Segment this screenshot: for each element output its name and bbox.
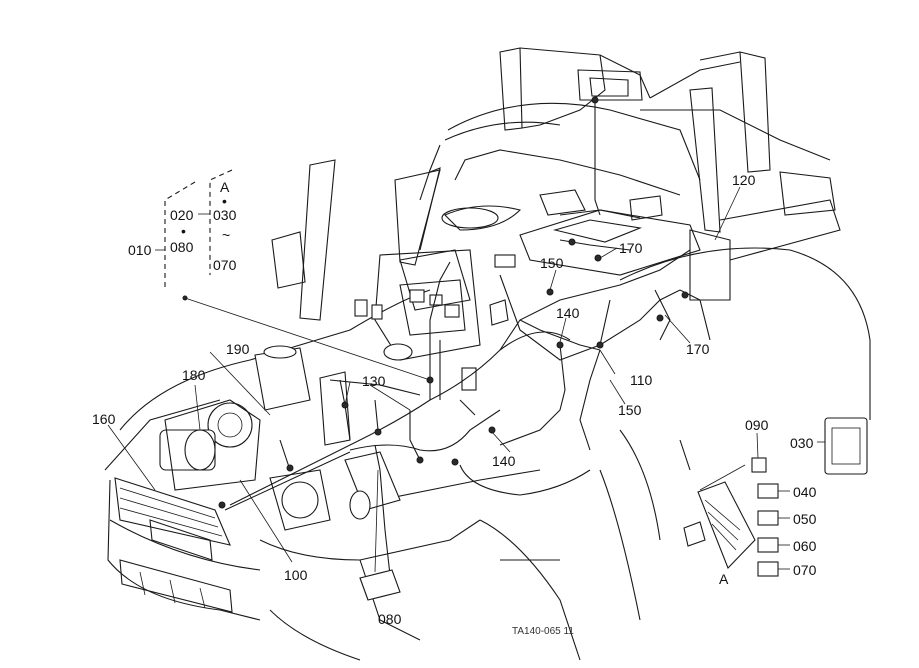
front-grille bbox=[114, 477, 233, 613]
kit-bracket bbox=[155, 169, 431, 381]
callout-090: 090 bbox=[745, 417, 769, 433]
callout-070-fuse: 070 bbox=[793, 562, 817, 578]
callout-160: 160 bbox=[92, 411, 116, 427]
callout-080-kit: 080 bbox=[170, 239, 194, 255]
callout-A-detail: A bbox=[719, 571, 729, 587]
callout-070-kit: 070 bbox=[213, 257, 237, 273]
wiring-harness bbox=[224, 100, 711, 576]
callout-tilde: ~ bbox=[222, 227, 230, 243]
callout-170-upper: 170 bbox=[619, 240, 643, 256]
footer-code: TA140-065 11 bbox=[512, 626, 574, 637]
callout-040: 040 bbox=[793, 484, 817, 500]
callout-060: 060 bbox=[793, 538, 817, 554]
callout-dot-030: • bbox=[222, 193, 227, 209]
callout-120: 120 bbox=[732, 172, 756, 188]
callout-170-lower: 170 bbox=[686, 341, 710, 357]
callout-180: 180 bbox=[182, 367, 206, 383]
callout-030-kit: 030 bbox=[213, 207, 237, 223]
callout-010: 010 bbox=[128, 242, 152, 258]
callout-dot-020: • bbox=[181, 223, 186, 239]
callout-140-upper: 140 bbox=[556, 305, 580, 321]
callout-150-lower: 150 bbox=[618, 402, 642, 418]
callout-A-kit: A bbox=[220, 179, 230, 195]
callout-030-cover: 030 bbox=[790, 435, 814, 451]
callout-130: 130 bbox=[362, 373, 386, 389]
left-post bbox=[271, 159, 336, 321]
callout-140-lower: 140 bbox=[492, 453, 516, 469]
callout-020: 020 bbox=[170, 207, 194, 223]
connectors bbox=[182, 96, 689, 509]
callout-190: 190 bbox=[226, 341, 250, 357]
cabin-frame bbox=[419, 47, 841, 261]
callout-150-upper: 150 bbox=[540, 255, 564, 271]
callout-080-relay: 080 bbox=[378, 611, 402, 627]
leader-lines bbox=[107, 186, 825, 563]
detail-fusebox bbox=[683, 417, 868, 577]
dashboard bbox=[354, 167, 516, 391]
callout-100: 100 bbox=[284, 567, 308, 583]
callout-labels: 010 020 • 080 A • 030 ~ 070 190 180 160 … bbox=[92, 172, 817, 637]
callout-110: 110 bbox=[630, 372, 653, 388]
operator-platform bbox=[441, 189, 701, 361]
callout-050: 050 bbox=[793, 511, 817, 527]
rear-fender bbox=[599, 229, 871, 621]
hood-body bbox=[104, 289, 581, 661]
relay-080 bbox=[359, 469, 401, 601]
